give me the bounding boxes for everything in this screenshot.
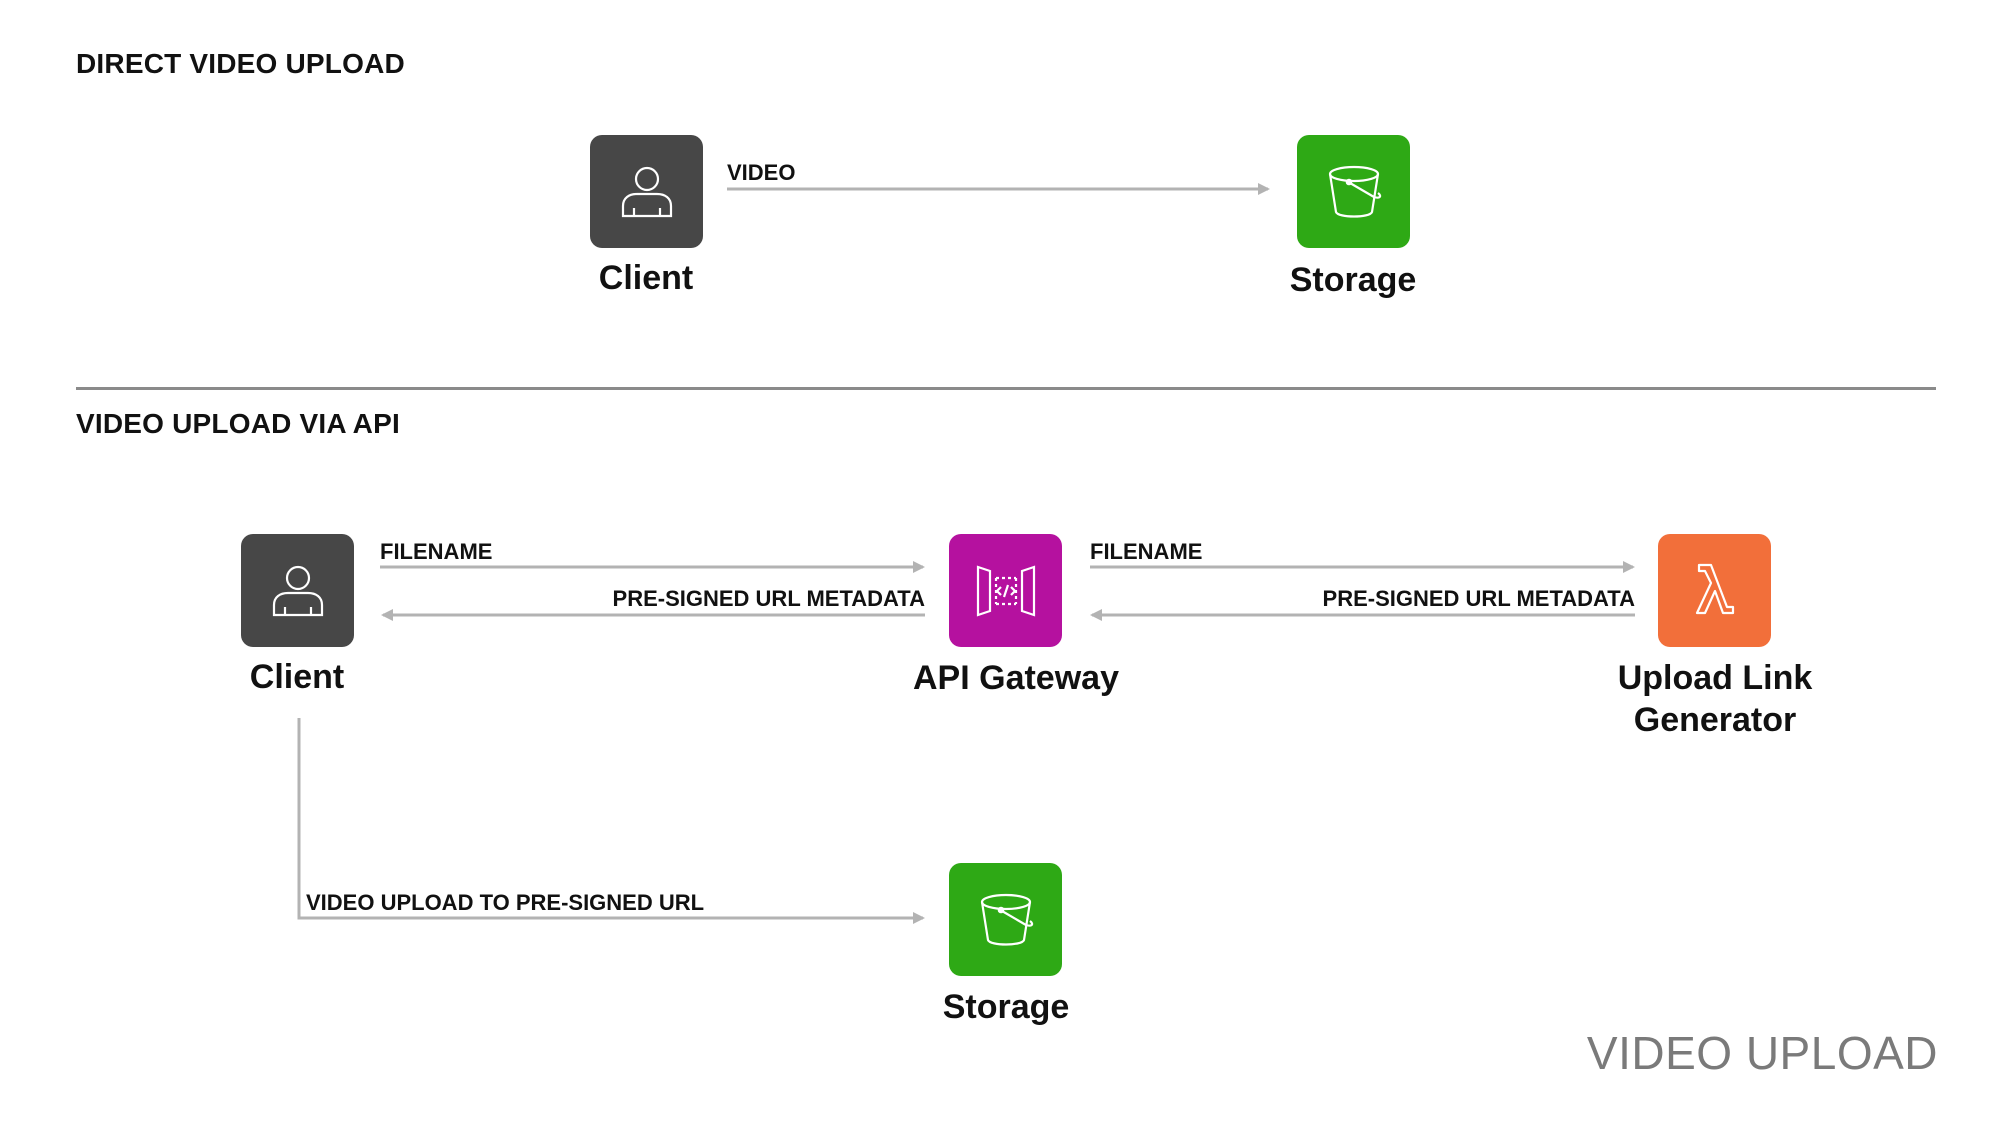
upload-link-generator-node — [1658, 534, 1771, 647]
upload-link-generator-label-line2: Generator — [1633, 701, 1797, 739]
bucket-icon — [980, 893, 1033, 946]
storage-label: Storage — [1289, 261, 1417, 299]
user-icon — [621, 166, 672, 217]
api-gateway-node — [949, 534, 1062, 647]
edge-label-generator-to-gateway: PRE-SIGNED URL METADATA — [1322, 586, 1635, 611]
edge-label-gateway-to-generator: FILENAME — [1090, 539, 1203, 564]
edge-label-direct-video: VIDEO — [727, 160, 796, 185]
storage-node — [949, 863, 1062, 976]
lambda-icon — [1695, 563, 1734, 614]
upload-link-generator-label: Upload Link Generator — [1565, 657, 1865, 741]
edge-label-client-to-gateway: FILENAME — [380, 539, 493, 564]
edge-label-client-to-storage: VIDEO UPLOAD TO PRE-SIGNED URL — [306, 890, 705, 915]
section-title-api: VIDEO UPLOAD VIA API — [76, 408, 400, 439]
client-node — [241, 534, 354, 647]
section-title-direct: DIRECT VIDEO UPLOAD — [76, 48, 405, 79]
upload-link-generator-label-line1: Upload Link — [1617, 659, 1813, 697]
storage-label: Storage — [942, 988, 1070, 1026]
bucket-icon — [1328, 165, 1381, 218]
diagram-caption: VIDEO UPLOAD — [1586, 1027, 1938, 1079]
client-node — [590, 135, 703, 248]
client-label: Client — [598, 259, 694, 297]
section-divider — [76, 387, 1936, 390]
api-gateway-icon — [976, 564, 1035, 617]
edge-label-gateway-to-client: PRE-SIGNED URL METADATA — [612, 586, 925, 611]
user-icon — [272, 565, 323, 616]
storage-node — [1297, 135, 1410, 248]
client-label: Client — [249, 658, 345, 696]
api-gateway-label: API Gateway — [913, 659, 1119, 697]
arrow-client-to-storage — [297, 718, 925, 924]
